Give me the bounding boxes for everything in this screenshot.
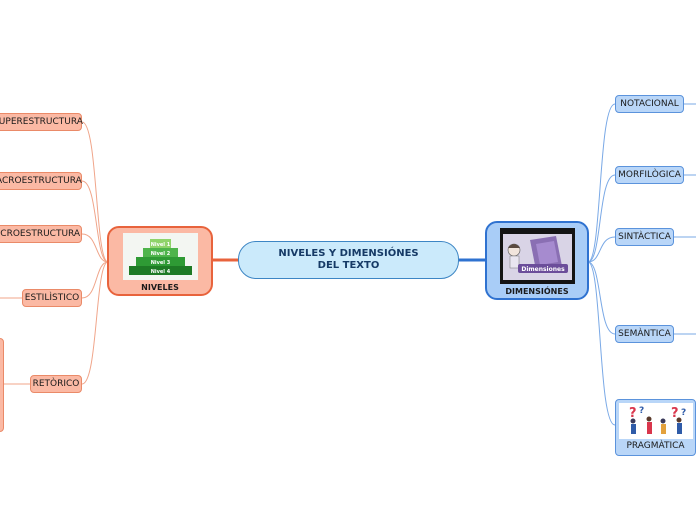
subtopic-label: SINTÀCTICA: [618, 232, 671, 242]
link-notacional: [587, 103, 616, 263]
dimensiones-image-caption: Dimensiones: [521, 266, 565, 273]
niveles-label: NIVELES: [141, 283, 179, 292]
pyramid-level-1: Nivel 1: [150, 242, 170, 248]
subtopic-label: PRAGMÀTICA: [626, 441, 685, 451]
question-people-icon: ? ? ? ?: [618, 403, 693, 439]
subtopic-retorico[interactable]: RETÒRICO: [30, 375, 82, 393]
link-microestructura: [81, 233, 109, 263]
clipped-leaf-node[interactable]: [0, 338, 4, 432]
link-superestructura: [81, 121, 109, 263]
subtopic-label: NOTACIONAL: [620, 99, 679, 109]
subtopic-label: MORFILÒGICA: [618, 170, 681, 180]
dimensions-illustration-icon: Dimensiones: [499, 228, 575, 284]
link-macroestructura: [81, 180, 109, 263]
subtopic-macroestructura[interactable]: MACROESTRUCTURA: [0, 172, 82, 190]
svg-text:?: ?: [629, 406, 637, 421]
link-sintactica: [587, 236, 616, 263]
subtopic-morfilogica[interactable]: MORFILÒGICA: [615, 166, 684, 184]
subtopic-label: ESTILÌSTICO: [24, 293, 80, 303]
dimensiones-label: DIMENSIÓNES: [505, 287, 569, 296]
pyramid-icon: Nivel 1 Nivel 2 Nivel 3 Nivel 4: [122, 233, 198, 280]
subtopic-label: MACROESTRUCTURA: [0, 176, 82, 186]
link-retorico: [81, 261, 109, 385]
niveles-node[interactable]: Nivel 1 Nivel 2 Nivel 3 Nivel 4 NIVELES: [107, 226, 213, 296]
subtopic-label: MICROESTRUCTURA: [0, 229, 81, 239]
pyramid-image: Nivel 1 Nivel 2 Nivel 3 Nivel 4: [122, 233, 198, 280]
subtopic-superestructura[interactable]: SUPERESTRUCTURA: [0, 113, 83, 131]
subtopic-pragmatica[interactable]: ? ? ? ? PRAGMÀTICA: [615, 399, 696, 456]
pyramid-level-3: Nivel 3: [150, 260, 170, 266]
subtopic-label: SEMÀNTICA: [618, 329, 671, 339]
svg-text:?: ?: [681, 408, 686, 418]
subtopic-semantica[interactable]: SEMÀNTICA: [615, 325, 674, 343]
link-semantica: [587, 261, 616, 335]
pyramid-level-2: Nivel 2: [150, 251, 170, 257]
dimensiones-image: Dimensiones: [499, 228, 575, 284]
central-topic[interactable]: NIVELES Y DIMENSIÓNES DEL TEXTO: [238, 241, 459, 279]
subtopic-notacional[interactable]: NOTACIONAL: [615, 95, 684, 113]
subtopic-estilistico[interactable]: ESTILÌSTICO: [22, 289, 82, 307]
subtopic-label: RETÒRICO: [32, 379, 80, 389]
subtopic-label: SUPERESTRUCTURA: [0, 117, 83, 127]
central-topic-title: NIVELES Y DIMENSIÓNES DEL TEXTO: [278, 248, 419, 271]
svg-text:?: ?: [639, 406, 644, 416]
link-morfilogica: [587, 174, 616, 263]
svg-text:?: ?: [671, 406, 679, 421]
subtopic-sintactica[interactable]: SINTÀCTICA: [615, 228, 674, 246]
dimensiones-node[interactable]: Dimensiones DIMENSIÓNES: [485, 221, 589, 300]
subtopic-microestructura[interactable]: MICROESTRUCTURA: [0, 225, 82, 243]
pyramid-level-4: Nivel 4: [150, 269, 170, 275]
link-estilistico: [81, 261, 109, 299]
link-pragmatica: [587, 261, 616, 426]
